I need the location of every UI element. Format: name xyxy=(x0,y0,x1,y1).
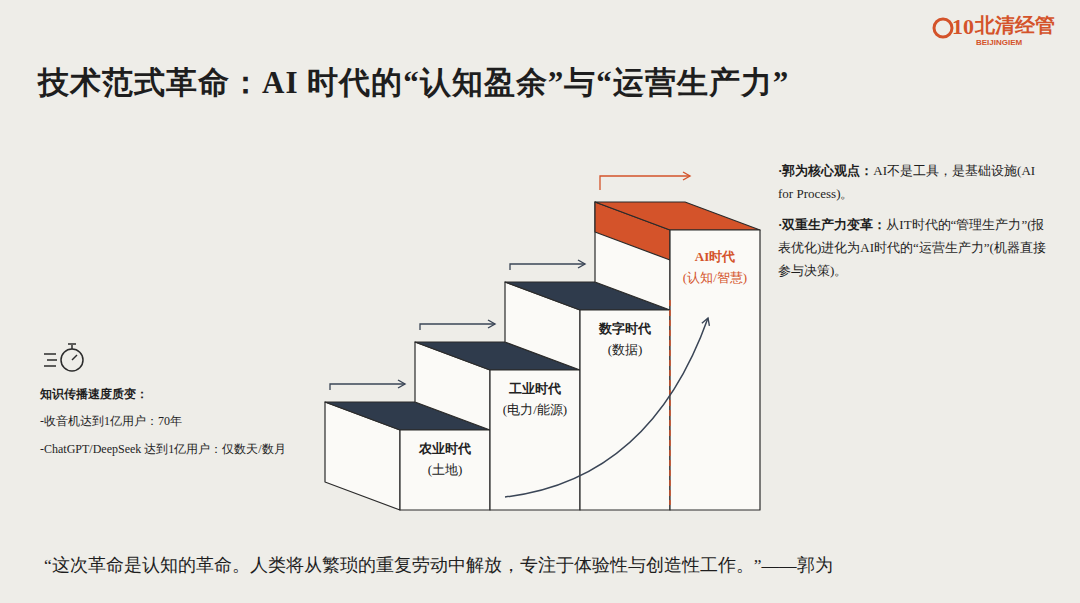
note-heading: ·双重生产力变革： xyxy=(778,217,886,232)
era-resource: (数据) xyxy=(608,340,643,361)
slide-title: 技术范式革命：AI 时代的“认知盈余”与“运营生产力” xyxy=(38,62,789,104)
logo-number: 10 xyxy=(952,14,974,40)
era-name: 数字时代 xyxy=(599,319,651,340)
stat-heading: 知识传播速度质变： xyxy=(40,386,148,403)
era-step: 数字时代(数据) xyxy=(580,312,670,368)
stat-item: -收音机达到1亿用户：70年 xyxy=(40,413,182,430)
stopwatch-icon xyxy=(44,344,83,371)
era-step: 农业时代(土地) xyxy=(400,432,490,488)
era-resource: (土地) xyxy=(428,460,463,481)
era-name: 工业时代 xyxy=(509,379,561,400)
era-step: 工业时代(电力/能源) xyxy=(490,372,580,428)
era-step: AI时代(认知/智慧) xyxy=(670,240,760,296)
note-paragraph: ·郭为核心观点：AI不是工具，是基础设施(AI for Process)。 xyxy=(778,160,1050,206)
logo-text: 北清经管 xyxy=(975,12,1055,39)
era-resource: (认知/智慧) xyxy=(683,268,747,289)
quote-caption: “这次革命是认知的革命。人类将从繁琐的重复劳动中解放，专注于体验性与创造性工作。… xyxy=(44,553,833,577)
stat-item: -ChatGPT/DeepSeek 达到1亿用户：仅数天/数月 xyxy=(40,440,290,459)
logo-mark xyxy=(934,19,952,37)
era-name: 农业时代 xyxy=(419,439,471,460)
era-name: AI时代 xyxy=(695,247,735,268)
note-paragraph: ·双重生产力变革：从IT时代的“管理生产力”(报表优化)进化为AI时代的“运营生… xyxy=(778,214,1050,282)
logo-subtext: BEIJINGIEM xyxy=(976,38,1022,47)
note-heading: ·郭为核心观点： xyxy=(778,163,873,178)
era-resource: (电力/能源) xyxy=(503,400,567,421)
